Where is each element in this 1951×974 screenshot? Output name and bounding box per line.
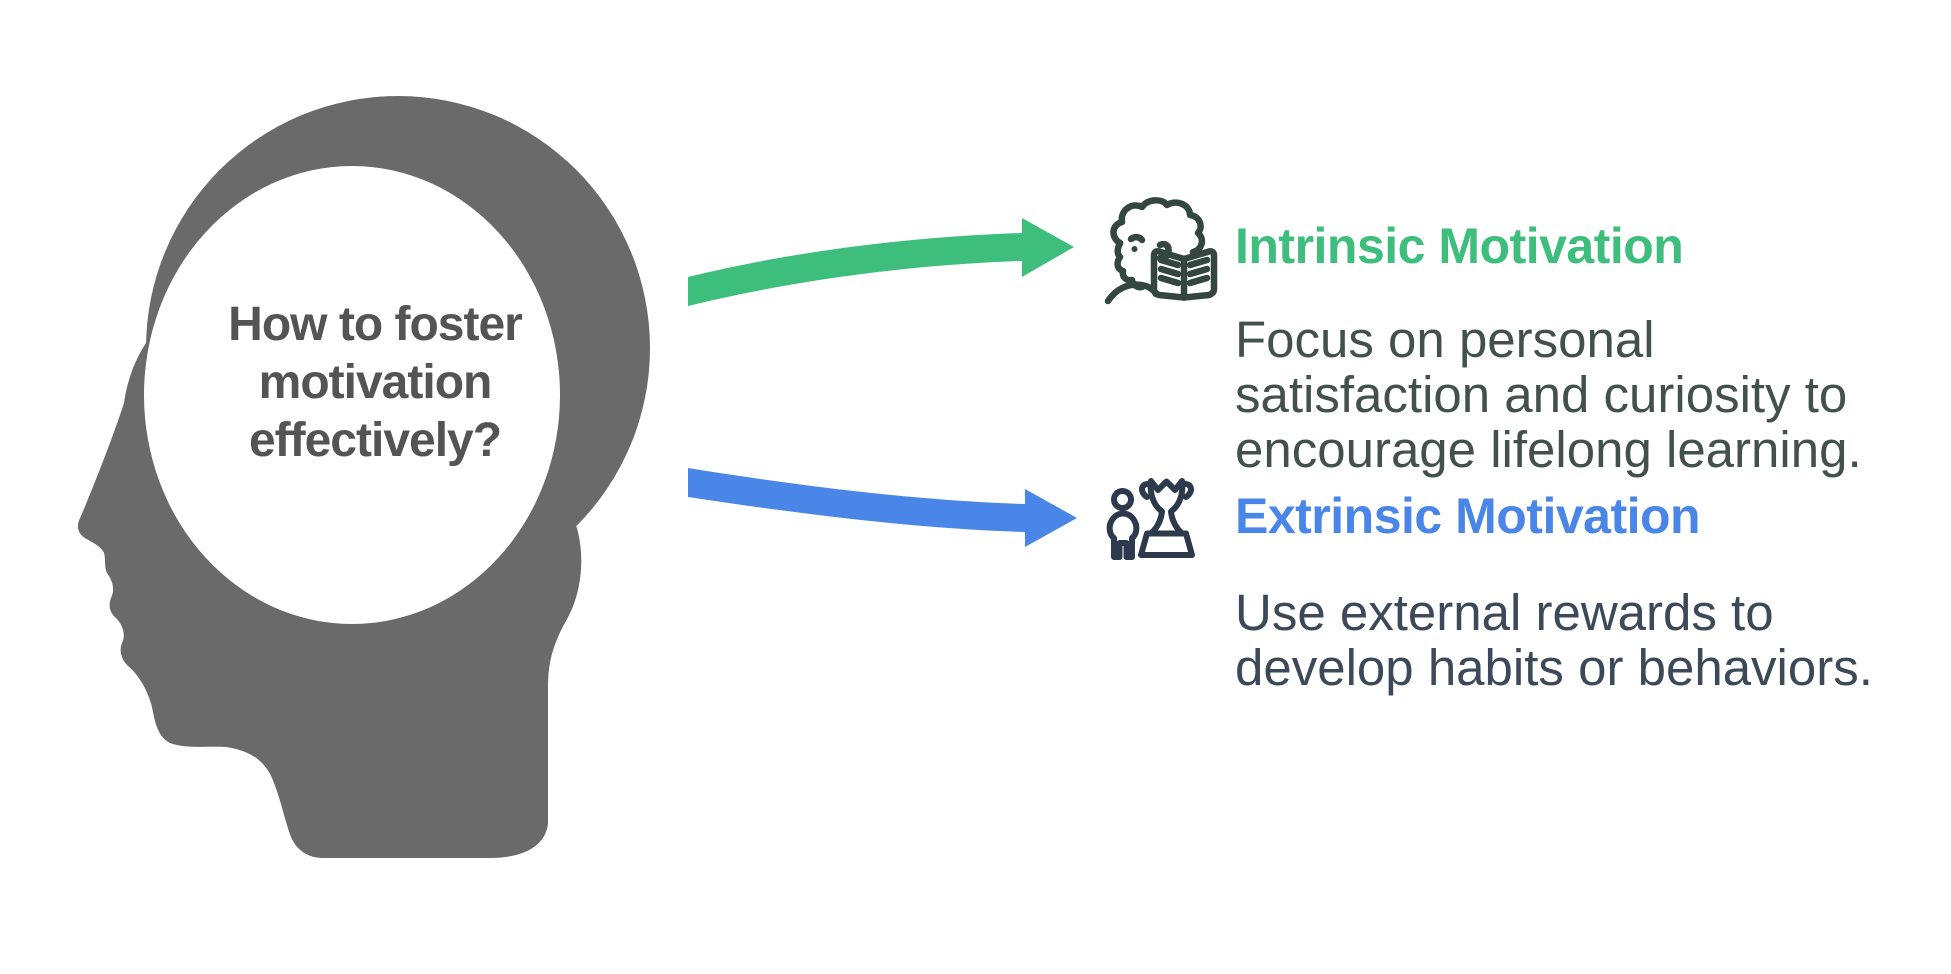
person-trophy-icon [1106,478,1195,560]
open-book-right-page [1180,248,1218,301]
description-line: develop habits or behaviors. [1235,639,1873,696]
extrinsic-arrow [688,468,1077,547]
description-line: Focus on personal [1235,311,1655,368]
face-profile [1114,239,1146,291]
eye [1131,246,1138,252]
open-book-left-page [1150,248,1188,301]
person-body [1106,510,1140,560]
description-line: encourage lifelong learning. [1235,421,1862,478]
trophy-cup [1147,478,1186,537]
curly-hair [1110,197,1206,256]
question-line: effectively? [248,414,502,467]
central-question: How to foster motivation effectively? [165,296,585,470]
shoulder-arm [1104,281,1160,305]
person-head [1111,488,1134,511]
eyebrow [1127,233,1146,244]
description-line: Use external rewards to [1235,584,1774,641]
question-line: motivation [258,356,493,409]
trophy-base [1138,530,1195,558]
thought-bubble [144,166,560,624]
intrinsic-title: Intrinsic Motivation [1235,218,1684,274]
intrinsic-description: Focus on personal satisfaction and curio… [1235,312,1862,477]
extrinsic-description: Use external rewards to develop habits o… [1235,585,1873,695]
question-line: How to foster [228,298,523,351]
person-reading-icon [1104,197,1218,305]
description-line: satisfaction and curiosity to [1235,366,1848,423]
trophy-handle-right [1180,480,1194,500]
book-text-lines [1157,256,1211,287]
intrinsic-arrow [688,218,1074,306]
extrinsic-title: Extrinsic Motivation [1235,488,1701,544]
trophy-handle-left [1139,480,1153,500]
